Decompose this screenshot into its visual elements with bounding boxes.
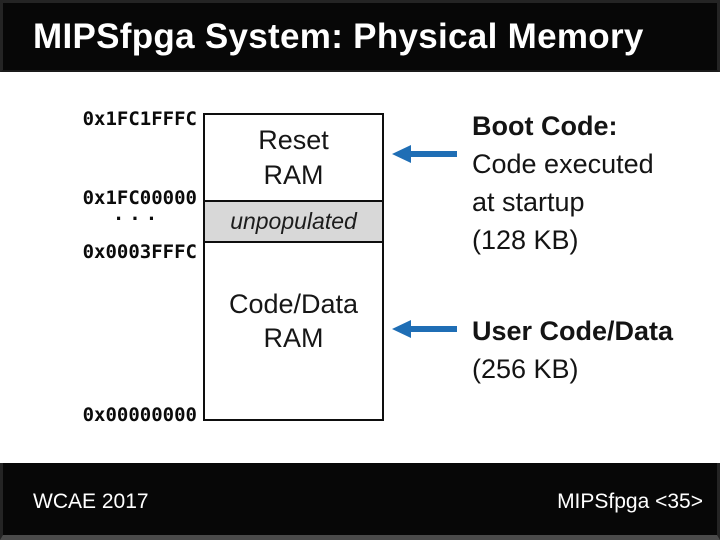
address-label-ellipsis: ...	[112, 203, 163, 225]
memory-region-label-line: RAM	[263, 159, 324, 190]
boot-code-arrow-icon	[392, 145, 457, 163]
annotation-line: at startup	[472, 187, 585, 217]
memory-region-label-line: Reset	[258, 125, 329, 156]
memory-region-unpopulated: unpopulated	[205, 200, 382, 243]
footer-bar: WCAE 2017 MIPSfpga <35>	[0, 463, 720, 540]
annotation-user-code-data: User Code/Data (256 KB)	[472, 312, 673, 388]
left-arrow-shape	[392, 320, 457, 338]
memory-region-code-data-ram: Code/Data RAM	[205, 243, 382, 419]
address-label-code-data-bottom: 0x00000000	[82, 404, 197, 426]
address-label-reset-ram-top: 0x1FC1FFFC	[82, 108, 197, 130]
footer-slide-number: MIPSfpga <35>	[557, 490, 703, 513]
annotation-boot-code: Boot Code: Code executed at startup (128…	[472, 107, 654, 259]
memory-region-label-line: RAM	[263, 323, 324, 353]
annotation-heading: Boot Code:	[472, 111, 618, 141]
memory-region-reset-ram: Reset RAM	[205, 115, 382, 200]
annotation-line: Code executed	[472, 149, 654, 179]
slide-title: MIPSfpga System: Physical Memory	[33, 16, 644, 56]
memory-region-label-line: Code/Data	[228, 288, 359, 319]
annotation-line: (128 KB)	[472, 225, 579, 255]
memory-map-box: Reset RAM unpopulated Code/Data RAM	[203, 113, 384, 421]
left-arrow-shape	[392, 145, 457, 163]
title-bar: MIPSfpga System: Physical Memory	[0, 0, 720, 72]
annotation-heading: User Code/Data	[472, 316, 674, 346]
memory-region-label-line: unpopulated	[230, 208, 357, 235]
address-label-code-data-top: 0x0003FFFC	[82, 241, 197, 263]
footer-conference-label: WCAE 2017	[33, 490, 149, 513]
address-label-reset-ram-bottom: 0x1FC00000	[82, 187, 197, 209]
annotation-line: (256 KB)	[472, 354, 579, 384]
user-code-arrow-icon	[392, 320, 457, 338]
